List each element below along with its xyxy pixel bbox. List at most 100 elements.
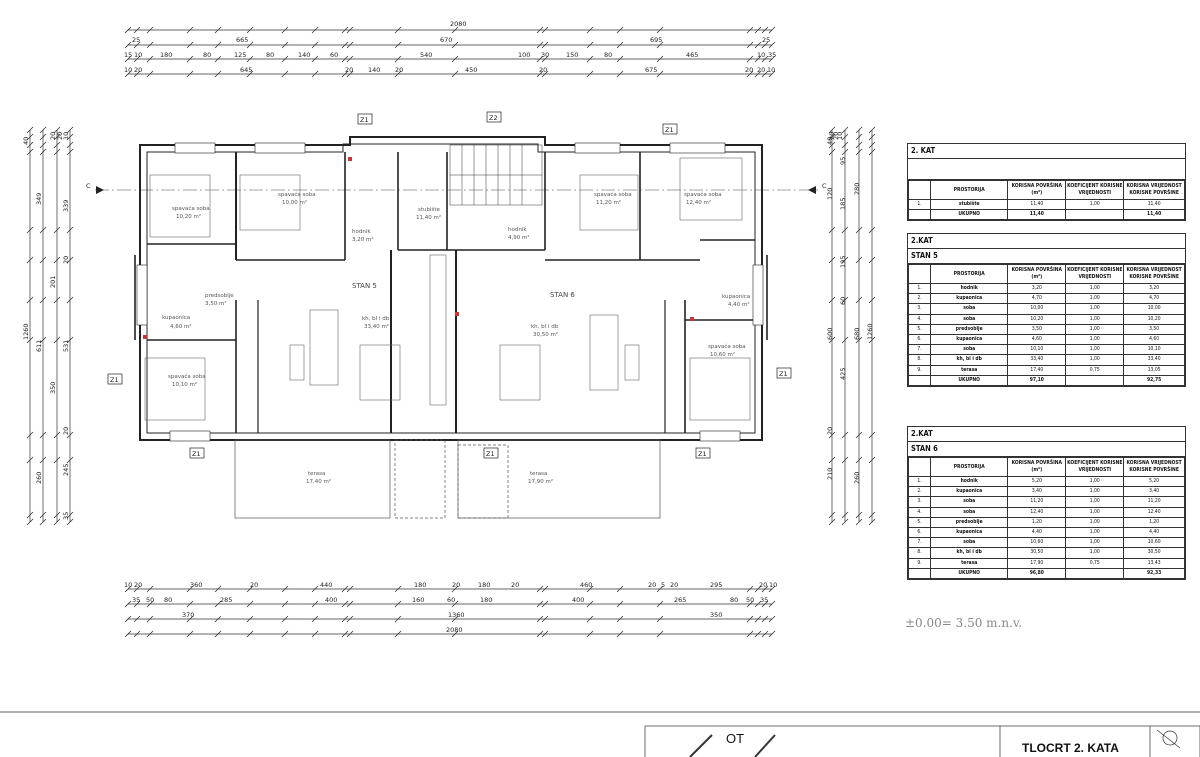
- table-spacer: [908, 159, 1185, 180]
- room-area: 17,40 m²: [306, 478, 331, 485]
- dimension-tick: [616, 615, 624, 623]
- dimension-tick: [66, 518, 74, 526]
- dimension-tick: [394, 615, 402, 623]
- dim-top-r3-11: 10: [767, 66, 775, 74]
- dimension-tick: [186, 585, 194, 593]
- dim-top-r2-8: 540: [420, 51, 432, 59]
- dimension-tick: [586, 630, 594, 638]
- dimension-tick: [66, 126, 74, 134]
- dim-bot-r1-14: 20: [759, 581, 767, 589]
- dim-top-r2-6: 140: [298, 51, 310, 59]
- dimension-tick: [586, 41, 594, 49]
- dimension-tick: [214, 70, 222, 78]
- dim-top-total: 2080: [450, 20, 467, 28]
- dimension-tick: [828, 431, 836, 439]
- dimension-tick: [133, 26, 141, 34]
- dimension-tick: [746, 55, 754, 63]
- dim-left-4: 349: [35, 193, 43, 205]
- dim-top-r2-11: 150: [566, 51, 578, 59]
- z-marker-4: Z1: [779, 370, 788, 378]
- dimension-tick: [26, 511, 34, 519]
- dimension-tick: [66, 456, 74, 464]
- dimension-tick: [39, 226, 47, 234]
- dimension-tick: [754, 585, 762, 593]
- dimension-tick: [66, 511, 74, 519]
- dim-bot-r2-10: 80: [730, 596, 738, 604]
- dimension-tick: [541, 630, 549, 638]
- dimension-tick: [133, 600, 141, 608]
- dimension-tick: [133, 615, 141, 623]
- dimension-tick: [394, 630, 402, 638]
- dimension-tick: [39, 456, 47, 464]
- dimension-tick: [855, 518, 863, 526]
- dimension-tick: [754, 70, 762, 78]
- dimension-tick: [394, 26, 402, 34]
- dim-top-r2-7: 60: [330, 51, 338, 59]
- dimension-tick: [133, 41, 141, 49]
- dim-bot-r1-15: 10: [769, 581, 777, 589]
- dimension-tick: [451, 26, 459, 34]
- dimension-tick: [26, 256, 34, 264]
- dim-top-r1-2: 670: [440, 36, 452, 44]
- dimension-tick: [768, 600, 776, 608]
- dim-bot-total: 2080: [446, 626, 463, 634]
- col-header: KOEFICIJENT KORISNE VRIJEDNOSTI: [1065, 457, 1125, 477]
- dim-top-r3-3: 20: [345, 66, 353, 74]
- z-marker-3: Z1: [110, 376, 119, 384]
- dimension-tick: [26, 518, 34, 526]
- dim-top-r3-7: 20: [539, 66, 547, 74]
- dimension-tick: [761, 70, 769, 78]
- dimension-tick: [186, 600, 194, 608]
- z-marker-6: Z1: [486, 450, 495, 458]
- dimension-ticks: [26, 26, 876, 638]
- dimension-tick: [146, 41, 154, 49]
- building-walls: [134, 136, 768, 441]
- dim-left-10: 1260: [22, 323, 30, 340]
- dimension-tick: [616, 600, 624, 608]
- dim-bot-r2-9: 265: [674, 596, 686, 604]
- dimension-tick: [124, 70, 132, 78]
- dimension-tick: [761, 26, 769, 34]
- dimension-tick: [841, 336, 849, 344]
- dimension-tick: [26, 141, 34, 149]
- dimension-tick: [39, 511, 47, 519]
- dimension-tick: [768, 630, 776, 638]
- dimension-tick: [761, 600, 769, 608]
- dimension-tick: [746, 630, 754, 638]
- dimension-tick: [133, 55, 141, 63]
- dimension-tick: [246, 630, 254, 638]
- dim-top-r3-5: 20: [395, 66, 403, 74]
- section-line: [95, 186, 820, 194]
- dimension-tick: [855, 141, 863, 149]
- dim-bot-r1-5: 180: [414, 581, 426, 589]
- dimension-tick: [66, 336, 74, 344]
- dimension-tick: [536, 26, 544, 34]
- dimension-tick: [53, 456, 61, 464]
- dimension-tick: [124, 615, 132, 623]
- dim-left-6: 20: [62, 256, 70, 264]
- dimension-tick: [868, 133, 876, 141]
- dimension-tick: [868, 511, 876, 519]
- dimension-tick: [26, 133, 34, 141]
- dim-top-r3-2: 645: [240, 66, 252, 74]
- dimension-tick: [855, 148, 863, 156]
- dimension-tick: [586, 615, 594, 623]
- dimension-tick: [146, 630, 154, 638]
- dimension-tick: [281, 630, 289, 638]
- dimension-tick: [341, 600, 349, 608]
- dimension-tick: [311, 70, 319, 78]
- dimension-tick: [346, 26, 354, 34]
- col-header: PROSTORIJA: [930, 264, 1009, 284]
- dimension-tick: [754, 600, 762, 608]
- area-table: PROSTORIJA KORISNA POVRŠINA (m²) KOEFICI…: [907, 180, 1185, 221]
- dim-bot-r1-7: 180: [478, 581, 490, 589]
- col-header: PROSTORIJA: [930, 457, 1009, 477]
- col-header: KORISNA POVRŠINA (m²): [1007, 457, 1067, 477]
- dim-top-r2-14: 10: [757, 51, 765, 59]
- dimension-tick: [754, 26, 762, 34]
